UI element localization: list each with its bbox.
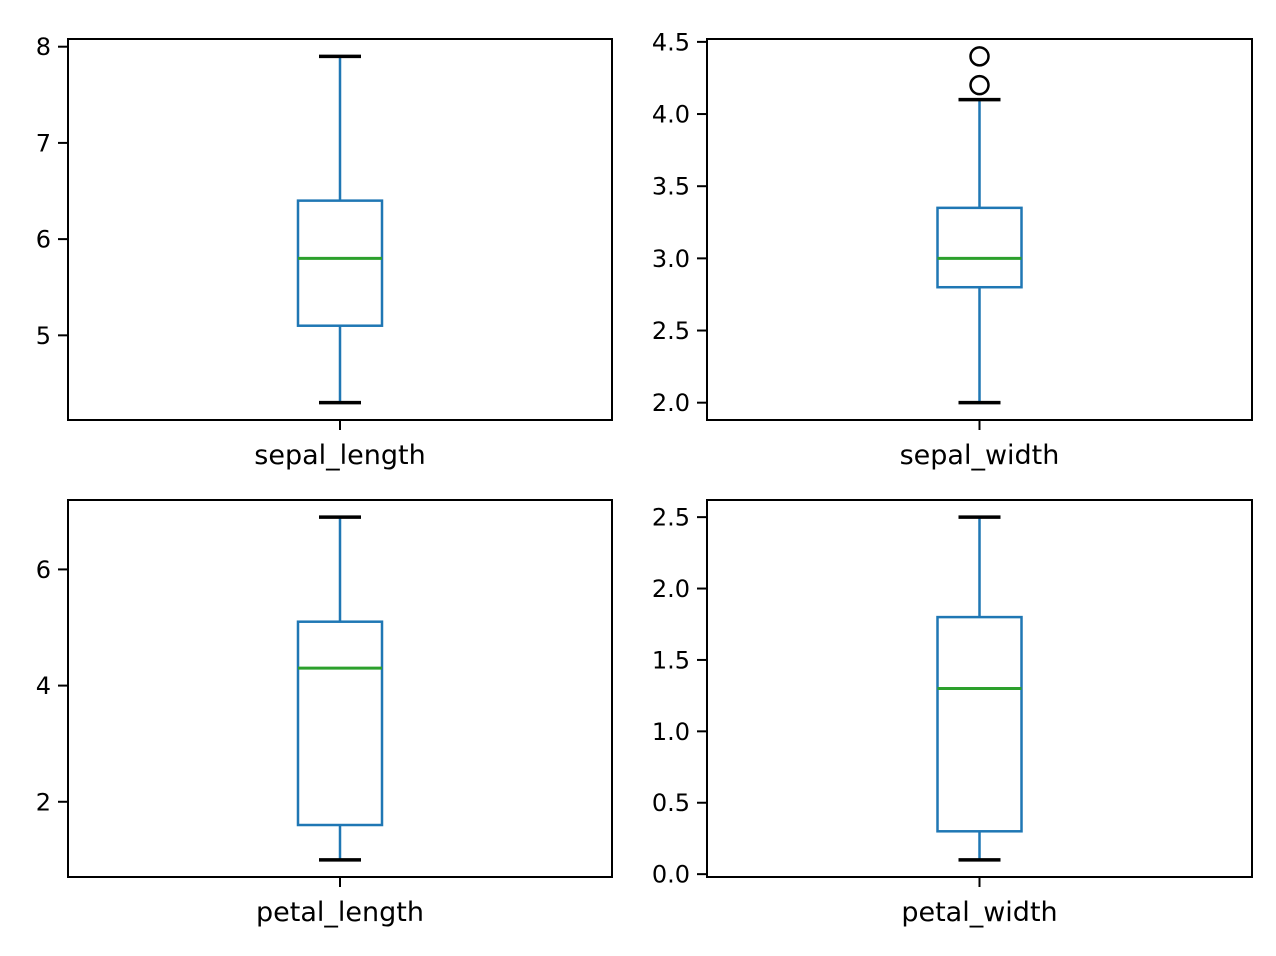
subplot-petal_length: 2 4 6 petal_length [0, 478, 638, 956]
subplot-canvas-petal_width: 0.0 0.5 1.0 1.5 2.0 2.5 petal_width [652, 499, 1253, 928]
y-tick-label: 1.0 [652, 718, 690, 746]
y-tick-label: 0.5 [652, 789, 690, 817]
x-axis-label: sepal_width [900, 440, 1060, 471]
subplot-sepal_width: 2.0 2.5 3.0 3.5 4.0 4.5 sepal_width [638, 0, 1276, 478]
y-tick-label: 4.0 [652, 101, 690, 129]
y-tick-label: 4 [36, 672, 51, 700]
y-tick-label: 8 [36, 33, 51, 61]
y-tick-label: 3.0 [652, 245, 690, 273]
y-tick-label: 1.5 [652, 646, 690, 674]
x-axis-label: petal_width [901, 897, 1057, 928]
y-tick-label: 7 [36, 129, 51, 157]
iqr-box [296, 199, 384, 327]
subplot-canvas-petal_length: 2 4 6 petal_length [36, 499, 613, 928]
subplot-canvas-sepal_width: 2.0 2.5 3.0 3.5 4.0 4.5 sepal_width [652, 28, 1253, 471]
iqr-box [936, 615, 1023, 833]
y-tick-label: 0.0 [652, 861, 690, 889]
y-tick-label: 2.0 [652, 575, 690, 603]
y-tick-label: 2.0 [652, 389, 690, 417]
iqr-box [936, 206, 1023, 289]
outlier-point [969, 74, 990, 96]
x-axis-label: petal_length [256, 897, 424, 928]
y-tick-label: 2.5 [652, 504, 690, 532]
subplot-canvas-sepal_length: 5 6 7 8 sepal_length [36, 33, 613, 471]
y-tick-label: 3.5 [652, 173, 690, 201]
subplot-sepal_length: 5 6 7 8 sepal_length [0, 0, 638, 478]
y-tick-label: 4.5 [652, 28, 690, 56]
x-axis-label: sepal_length [254, 440, 425, 471]
subplot-petal_width: 0.0 0.5 1.0 1.5 2.0 2.5 petal_width [638, 478, 1276, 956]
y-tick-label: 2 [36, 788, 51, 816]
y-tick-label: 5 [36, 322, 51, 350]
iqr-box [296, 620, 384, 827]
y-tick-label: 6 [36, 556, 51, 584]
y-tick-label: 6 [36, 226, 51, 254]
outlier-point [969, 46, 990, 67]
y-tick-label: 2.5 [652, 317, 690, 345]
